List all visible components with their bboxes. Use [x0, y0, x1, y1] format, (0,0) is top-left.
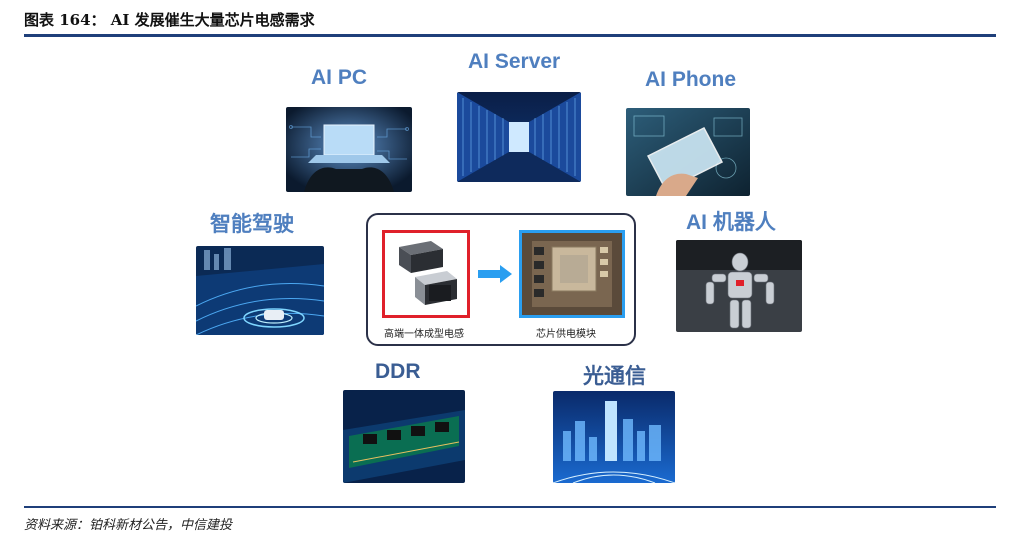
inductor-to-power-module-panel: 高端一体成型电感 芯片供电模块 [366, 213, 636, 346]
autonomous-driving-image [196, 246, 324, 335]
arrow-right-icon [478, 265, 512, 283]
figure-source: 资料来源：铂科新材公告，中信建投 [24, 518, 233, 533]
label-ddr: DDR [375, 360, 421, 383]
ai-phone-image [626, 108, 750, 196]
label-ai-server: AI Server [468, 50, 561, 73]
label-ai-pc: AI PC [311, 66, 368, 89]
label-optical-communication: 光通信 [583, 365, 646, 388]
power-module-image-frame [519, 230, 625, 318]
inductor-icon [399, 241, 457, 305]
bottom-rule [24, 506, 996, 508]
inductor-caption: 高端一体成型电感 [384, 329, 464, 340]
figure-title: 图表 164： AI 发展催生大量芯片电感需求 [24, 11, 315, 29]
ai-server-image [457, 92, 581, 182]
ai-robot-image [676, 240, 802, 332]
label-autonomous-driving: 智能驾驶 [210, 213, 294, 236]
chip-module-icon [522, 233, 622, 315]
label-ai-phone: AI Phone [645, 68, 737, 91]
top-rule [24, 34, 996, 37]
ai-pc-image [286, 107, 412, 192]
label-ai-robot: AI 机器人 [686, 211, 776, 234]
ddr-image [343, 390, 465, 483]
inductor-image-frame [382, 230, 470, 318]
optical-communication-image [553, 391, 675, 483]
power-module-caption: 芯片供电模块 [536, 329, 596, 340]
